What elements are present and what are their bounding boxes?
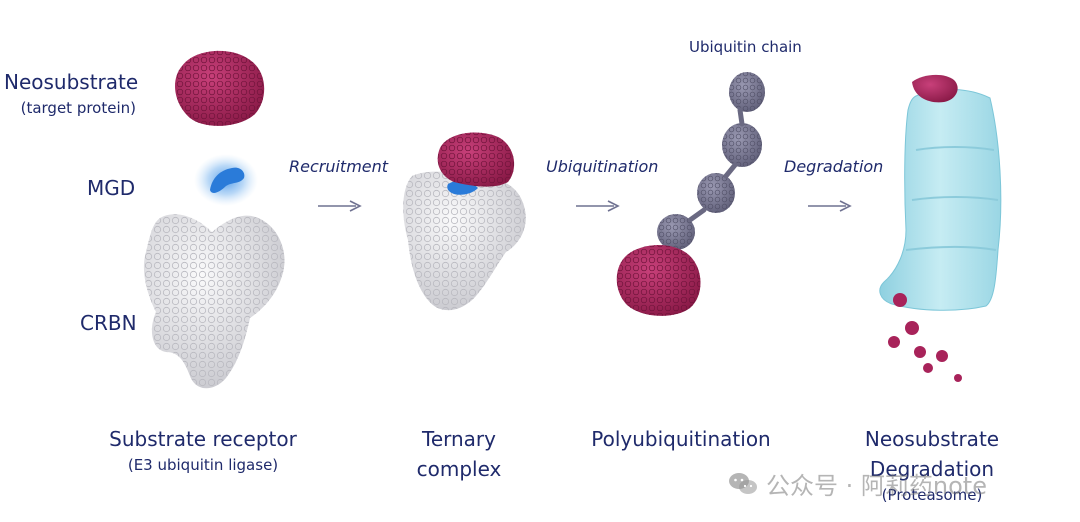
watermark: 公众号 · 阿莉药note [728,466,987,501]
mgd-label: MGD [87,176,136,200]
ubiquitin-chain [657,72,765,250]
arrow-recruitment [318,200,362,212]
neosubstrate-degradation-line2: Degradation [869,457,995,481]
step-ubiquitination-label: Ubiquitination [546,157,659,176]
polyubiquitinated-substrate [616,72,765,316]
arrow-degradation [808,200,852,212]
ternary-complex [403,132,526,311]
neosubstrate-degradation-line1: Neosubstrate [864,427,1000,451]
crbn-protein [143,214,285,389]
ubiquitin-chain-label: Ubiquitin chain [689,38,802,56]
polyubiquitination-label: Polyubiquitination [591,427,771,451]
e3-ligase-label: (E3 ubiquitin ligase) [127,456,279,474]
step-recruitment-label: Recruitment [289,157,389,176]
mgd-molecule [194,154,258,206]
watermark-text: 公众号 · 阿莉药note [766,472,987,500]
neosubstrate-protein-1 [175,50,265,126]
wechat-icon [729,472,757,494]
ternary-label-line1: Ternary [422,427,496,451]
step-degradation-label: Degradation [784,157,884,176]
arrow-ubiquitination [576,200,620,212]
proteasome-label: (Proteasome) [881,486,983,504]
crbn-label: CRBN [80,311,137,335]
substrate-receptor-label: Substrate receptor [109,427,297,451]
ternary-label-line2: complex [416,457,502,481]
neosubstrate-label: Neosubstrate [4,70,139,94]
degraded-peptides [888,293,962,382]
target-protein-label: (target protein) [20,99,136,117]
proteasome [879,74,1002,382]
